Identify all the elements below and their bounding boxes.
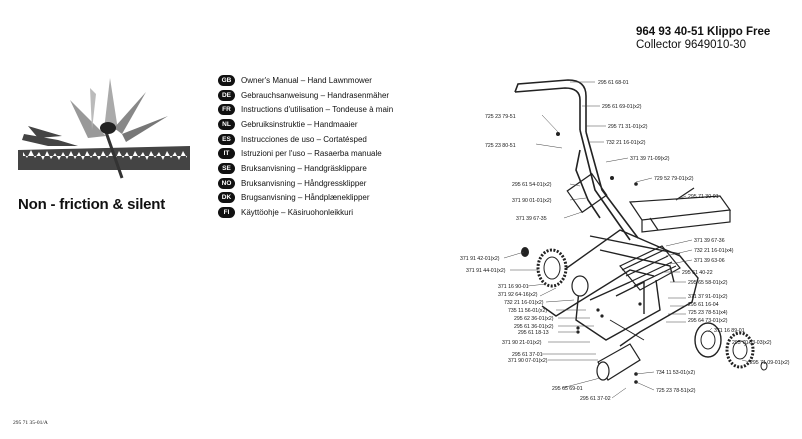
left-wheel-drawing bbox=[521, 247, 589, 297]
exploded-parts-diagram: 295 61 68-01 295 61 69-01(x2) 725 23 79-… bbox=[460, 79, 790, 402]
mower-logo-icon bbox=[18, 78, 190, 179]
language-code-badge: NL bbox=[218, 118, 235, 130]
part-label: 295 61 37-02 bbox=[580, 396, 611, 402]
leader-lines bbox=[503, 81, 751, 399]
part-label: 732 21 16-01(x2) bbox=[606, 140, 646, 146]
guard-drawing bbox=[628, 187, 732, 233]
collector-number: Collector 9649010-30 bbox=[636, 39, 746, 51]
language-title: Owner's Manual – Hand Lawnmower bbox=[241, 75, 372, 85]
part-label: 735 11 56-01(x2) bbox=[508, 308, 547, 314]
part-label: 371 90 07-01(x2) bbox=[508, 358, 548, 364]
part-label: 371 39 71-09(x2) bbox=[630, 156, 670, 162]
small-parts-drawing bbox=[556, 132, 642, 384]
language-row: NO Bruksanvisning – Håndgressklipper bbox=[218, 176, 393, 191]
document-code: 295 71 35-01/A bbox=[13, 420, 48, 426]
language-title: Bruksanvisning – Håndgressklipper bbox=[241, 178, 367, 188]
language-code-badge: FI bbox=[218, 207, 235, 219]
part-label: 295 61 36-01(x2) bbox=[514, 324, 554, 330]
part-label: 295 61 18-13 bbox=[518, 330, 549, 336]
language-code-badge: IT bbox=[218, 148, 235, 160]
language-row: SE Bruksanvisning – Handgräsklippare bbox=[218, 161, 393, 176]
part-label: 725 23 79-51 bbox=[485, 114, 516, 120]
language-row: ES Instrucciones de uso – Cortatésped bbox=[218, 132, 393, 147]
part-label: 732 21 16-01(x2) bbox=[504, 300, 544, 306]
language-code-badge: GB bbox=[218, 74, 235, 86]
language-row: DK Brugsanvisning – Håndplæneklipper bbox=[218, 191, 393, 206]
language-title: Instrucciones de uso – Cortatésped bbox=[241, 134, 367, 144]
part-label: 295 61 54-01(x2) bbox=[512, 182, 552, 188]
language-title: Käyttöohje – Käsiruohonleikkuri bbox=[241, 208, 354, 218]
part-label: 371 37 91-01(x2) bbox=[688, 294, 728, 300]
language-row: FI Käyttöohje – Käsiruohonleikkuri bbox=[218, 205, 393, 220]
title-block: 964 93 40-51 Klippo Free Collector 96490… bbox=[636, 26, 770, 52]
language-row: IT Istruzioni per l'uso – Rasaerba manua… bbox=[218, 146, 393, 161]
part-label: 295 71 31-01(x2) bbox=[608, 124, 648, 130]
language-title: Brugsanvisning – Håndplæneklipper bbox=[241, 193, 370, 203]
part-label: 295 65 58-01(x2) bbox=[688, 280, 728, 286]
language-code-badge: DK bbox=[218, 192, 235, 204]
language-row: NL Gebruiksinstruktie – Handmaaier bbox=[218, 117, 393, 132]
part-label: 371 39 63-06 bbox=[694, 258, 725, 264]
language-code-badge: FR bbox=[218, 104, 235, 116]
handle-drawing bbox=[514, 79, 639, 241]
language-row: GB Owner's Manual – Hand Lawnmower bbox=[218, 73, 393, 88]
language-code-badge: ES bbox=[218, 133, 235, 145]
part-label: 295 61 16-04 bbox=[688, 302, 719, 308]
part-label: 371 91 44-01(x2) bbox=[466, 268, 506, 274]
part-label: 295 71 30-01 bbox=[688, 194, 719, 200]
part-label: 295 70 83-03(x2) bbox=[732, 340, 772, 346]
tagline: Non - friction & silent bbox=[18, 196, 166, 213]
part-label: 371 39 67-35 bbox=[516, 216, 547, 222]
part-label: 295 61 37-01 bbox=[512, 352, 543, 358]
part-label: 725 23 78-51(x2) bbox=[656, 388, 696, 394]
part-label: 734 11 53-01(x2) bbox=[656, 370, 695, 376]
part-label: 295 61 68-01 bbox=[598, 80, 629, 86]
part-label: 371 90 01-01(x2) bbox=[512, 198, 552, 204]
part-label: 295 65 69-01 bbox=[552, 386, 583, 392]
part-label: 371 92 64-16(x2) bbox=[498, 292, 538, 298]
language-title: Instructions d'utilisation – Tondeuse à … bbox=[241, 105, 394, 115]
part-label: 371 16 89-01 bbox=[714, 328, 745, 334]
part-label: 371 91 42-01(x2) bbox=[460, 256, 500, 262]
part-labels: 295 61 68-01 295 61 69-01(x2) 725 23 79-… bbox=[460, 80, 790, 402]
part-label: 729 52 79-01(x2) bbox=[654, 176, 694, 182]
part-label: 295 62 36-01(x2) bbox=[514, 316, 554, 322]
part-label: 725 23 78-51(x4) bbox=[688, 310, 728, 316]
language-row: FR Instructions d'utilisation – Tondeuse… bbox=[218, 102, 393, 117]
part-label: 371 16 90-01 bbox=[498, 284, 529, 290]
part-label: 295 71 09-01(x2) bbox=[750, 360, 790, 366]
language-title: Bruksanvisning – Handgräsklippare bbox=[241, 163, 367, 173]
part-label: 295 61 40-22 bbox=[682, 270, 713, 276]
language-row: DE Gebrauchsanweisung – Handrasenmäher bbox=[218, 88, 393, 103]
language-code-badge: DE bbox=[218, 89, 235, 101]
model-number: 964 93 40-51 Klippo Free bbox=[636, 26, 771, 38]
language-title: Gebruiksinstruktie – Handmaaier bbox=[241, 119, 358, 129]
right-wheel-drawing bbox=[694, 322, 768, 371]
language-code-badge: NO bbox=[218, 177, 235, 189]
part-label: 725 23 80-51 bbox=[485, 143, 516, 149]
cylinder-drawing bbox=[619, 245, 681, 291]
language-title: Istruzioni per l'uso – Rasaerba manuale bbox=[241, 149, 382, 159]
part-label: 371 39 67-36 bbox=[694, 238, 725, 244]
roller-drawing bbox=[596, 319, 645, 381]
frame-drawing bbox=[541, 229, 699, 347]
part-label: 732 21 16-01(x4) bbox=[694, 248, 734, 254]
language-code-badge: SE bbox=[218, 162, 235, 174]
part-label: 295 64 73-01(x2) bbox=[688, 318, 728, 324]
part-label: 371 90 21-01(x2) bbox=[502, 340, 542, 346]
language-list: GB Owner's Manual – Hand Lawnmower DE Ge… bbox=[218, 73, 393, 220]
language-title: Gebrauchsanweisung – Handrasenmäher bbox=[241, 90, 390, 100]
part-label: 295 61 69-01(x2) bbox=[602, 104, 642, 110]
